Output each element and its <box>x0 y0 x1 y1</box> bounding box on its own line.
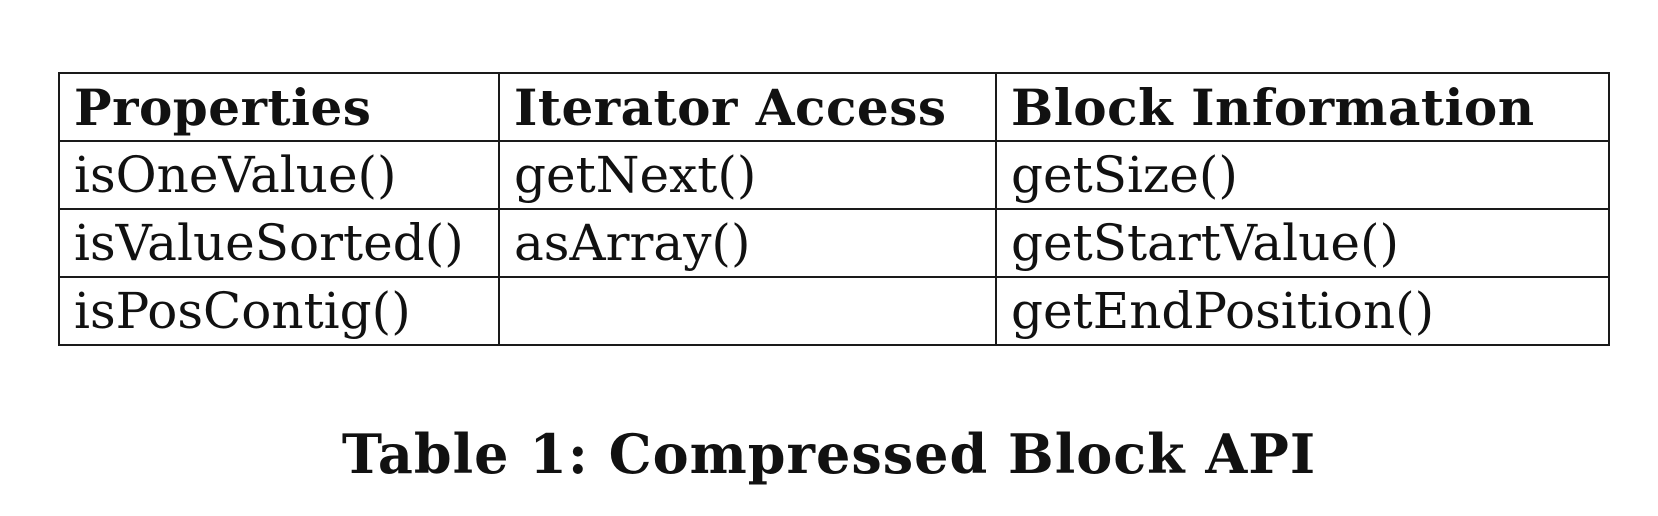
table-cell: isValueSorted() <box>58 208 500 278</box>
table-row: isOneValue() getNext() getSize() <box>58 140 1610 210</box>
table-row: isPosContig() getEndPosition() <box>58 276 1610 346</box>
table-caption: Table 1: Compressed Block API <box>341 422 1317 486</box>
table-cell: getSize() <box>995 140 1610 210</box>
table-cell: getNext() <box>498 140 997 210</box>
table-cell: getStartValue() <box>995 208 1610 278</box>
header-iterator-access: Iterator Access <box>498 72 997 142</box>
table-cell: getEndPosition() <box>995 276 1610 346</box>
table-cell: isOneValue() <box>58 140 500 210</box>
table-cell <box>498 276 997 346</box>
table-row: isValueSorted() asArray() getStartValue(… <box>58 208 1610 278</box>
header-properties: Properties <box>58 72 500 142</box>
compressed-block-api-table: Properties Iterator Access Block Informa… <box>58 72 1610 346</box>
api-table-container: Properties Iterator Access Block Informa… <box>58 72 1610 346</box>
header-block-information: Block Information <box>995 72 1610 142</box>
table-cell: isPosContig() <box>58 276 500 346</box>
table-header-row: Properties Iterator Access Block Informa… <box>58 72 1610 142</box>
table-cell: asArray() <box>498 208 997 278</box>
